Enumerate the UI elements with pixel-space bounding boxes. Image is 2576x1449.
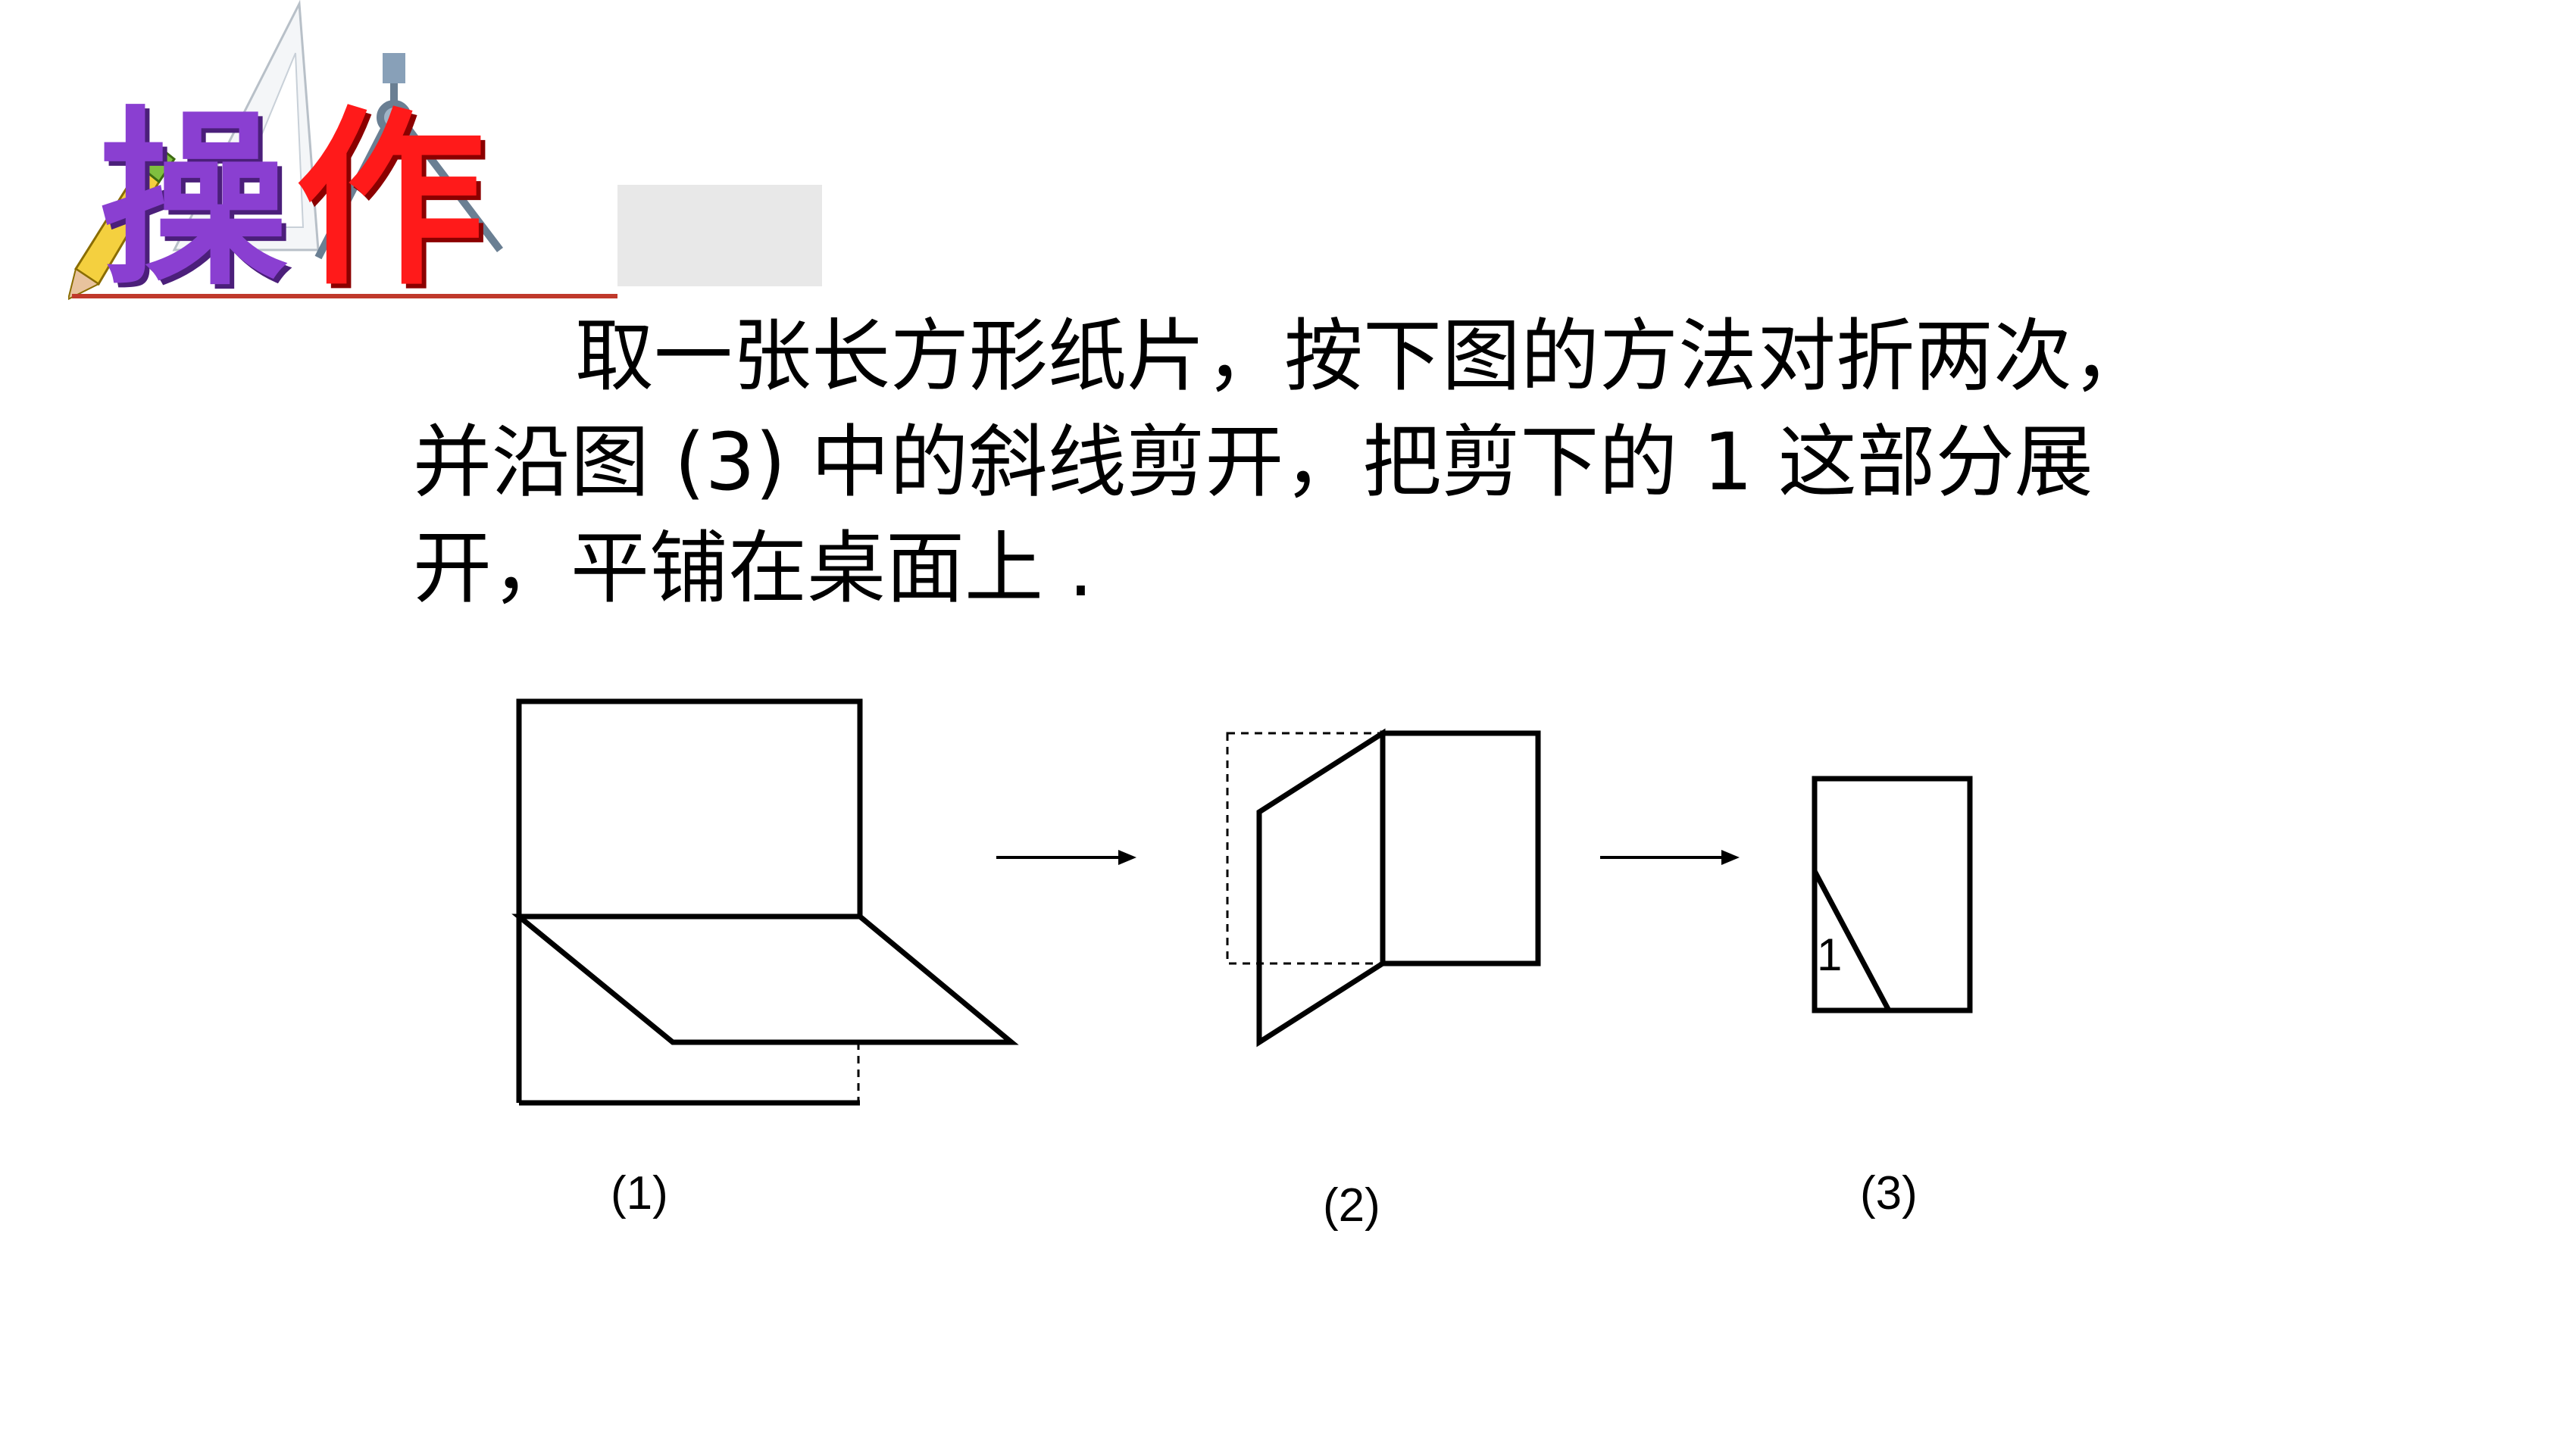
instruction-paragraph: 取一张长方形纸片，按下图的方法对折两次， 并沿图 (3) 中的斜线剪开，把剪下的… xyxy=(413,303,2307,621)
page-title: 操作 xyxy=(98,106,492,295)
figure-2-label: (2) xyxy=(1323,1179,1380,1232)
pencil-icon xyxy=(68,142,177,301)
figure-3-label: (3) xyxy=(1860,1167,1918,1219)
cut-piece-label: 1 xyxy=(1817,929,1843,980)
fig2-folded-panel xyxy=(1256,728,1386,1048)
figure-1-label: (1) xyxy=(611,1167,668,1219)
banner-decoration xyxy=(68,0,503,301)
instruction-line-3: 开，平铺在桌面上 . xyxy=(413,522,1094,614)
title-char-operate: 操 xyxy=(98,90,295,311)
instruction-line-1: 取一张长方形纸片，按下图的方法对折两次， xyxy=(575,310,2152,402)
arrow-2 xyxy=(1600,850,1740,865)
instruction-line-2: 并沿图 (3) 中的斜线剪开，把剪下的 1 这部分展 xyxy=(413,416,2093,508)
fig2-ghost-outline xyxy=(1226,732,1384,965)
figure-1 xyxy=(511,698,1019,1106)
placeholder-box xyxy=(617,185,822,286)
fig2-right-panel xyxy=(1380,730,1541,967)
title-char-do: 作 xyxy=(295,90,492,311)
figure-2 xyxy=(1226,728,1541,1048)
arrow-1 xyxy=(996,850,1136,865)
title-underline xyxy=(72,294,617,298)
fig1-upper-rect xyxy=(516,698,863,920)
fig1-folded-flap xyxy=(511,913,1019,1045)
